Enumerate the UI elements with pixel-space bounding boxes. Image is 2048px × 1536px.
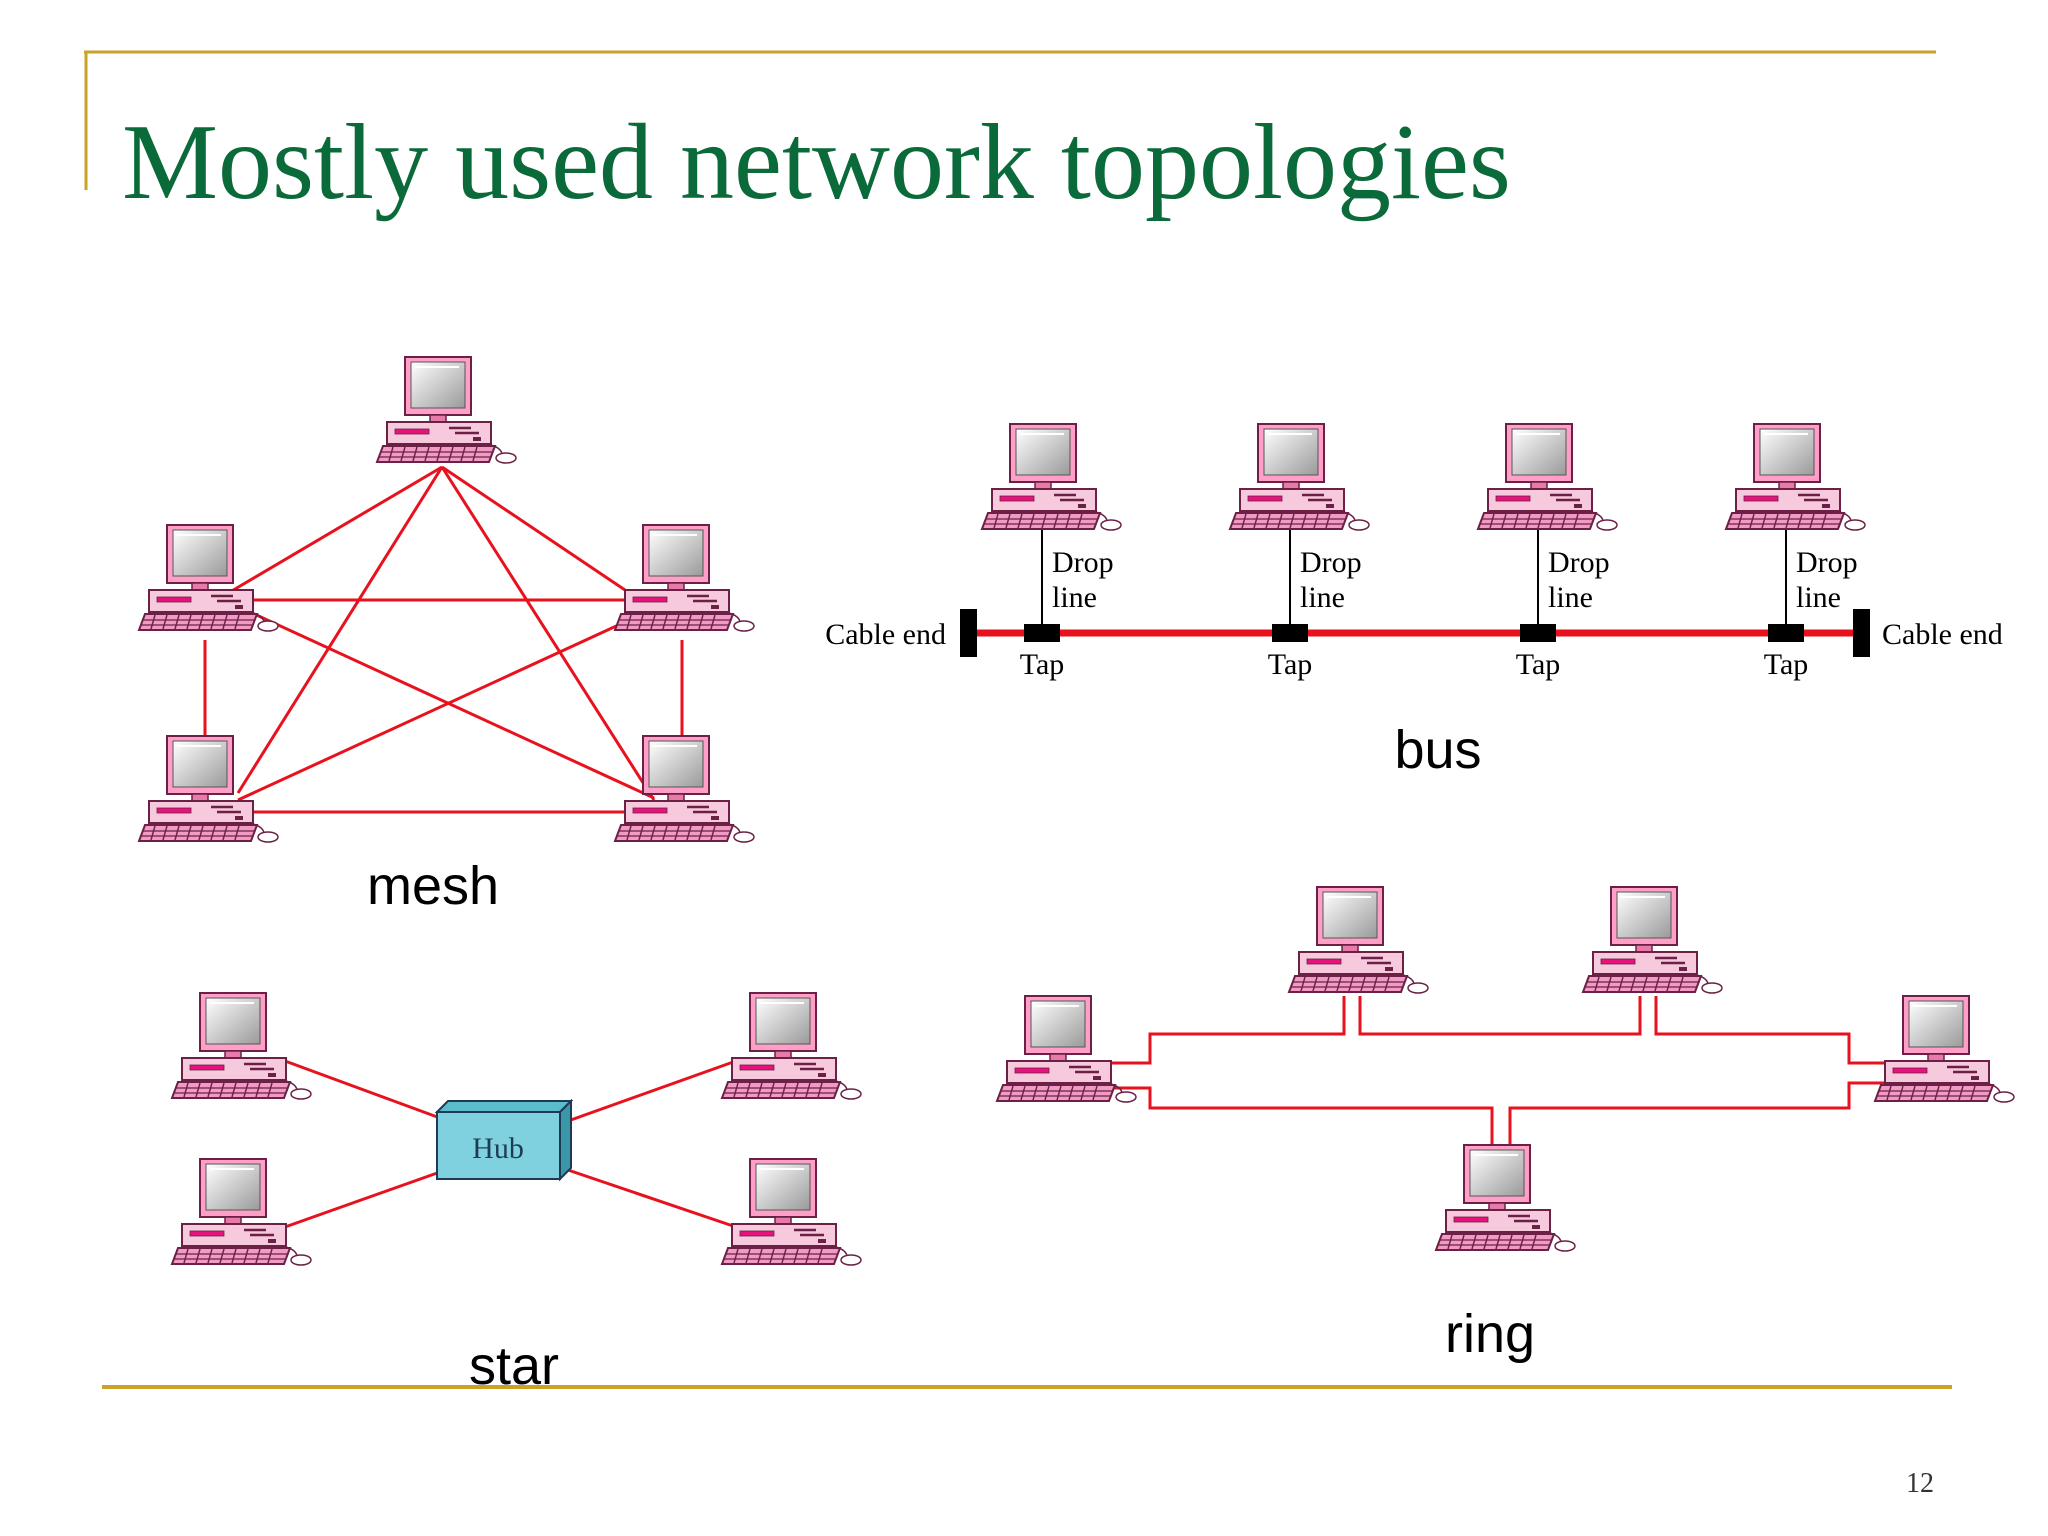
drop-line-label: Drop <box>1300 546 1362 579</box>
mesh-computer-icon <box>375 355 518 465</box>
star-computer-icon <box>720 991 863 1101</box>
ring-links <box>1110 996 1885 1148</box>
cable-end-right <box>1853 609 1870 657</box>
ring-computer-icon <box>1287 885 1430 995</box>
cable-end-label-left: Cable end <box>825 618 946 651</box>
mesh-diagram: mesh <box>137 355 756 916</box>
ring-computer-icon <box>1873 994 2016 1104</box>
bus-taps <box>1024 624 1804 642</box>
drop-line-label: line <box>1300 581 1345 614</box>
drop-line-label: Drop <box>1796 546 1858 579</box>
drop-line-label: line <box>1548 581 1593 614</box>
page-number: 12 <box>1906 1468 1934 1499</box>
hub-box: Hub <box>434 1098 574 1182</box>
tap-marker <box>1520 624 1556 642</box>
tap-label: Tap <box>1020 648 1065 681</box>
star-links <box>284 1059 737 1229</box>
mesh-links <box>203 465 684 814</box>
mesh-computer-icon <box>137 523 280 633</box>
bus-caption: bus <box>1394 720 1481 780</box>
mesh-computer-icon <box>137 734 280 844</box>
ring-diagram: ring <box>995 885 2016 1364</box>
hub-label: Hub <box>472 1132 524 1165</box>
ring-computer-icon <box>995 994 1138 1104</box>
star-computer-icon <box>170 991 313 1101</box>
star-computer-icon <box>170 1157 313 1267</box>
mesh-caption: mesh <box>367 856 499 916</box>
bus-diagram: Cable end Cable end Drop line Drop line … <box>825 422 2003 780</box>
bus-computer-icon <box>1724 422 1867 532</box>
page-title: Mostly used network topologies <box>122 103 1511 222</box>
tap-marker <box>1768 624 1804 642</box>
bus-computer-icon <box>1228 422 1371 532</box>
ring-computer-icon <box>1581 885 1724 995</box>
mesh-computer-icon <box>613 523 756 633</box>
cable-end-left <box>960 609 977 657</box>
drop-line-label: Drop <box>1052 546 1114 579</box>
drop-line-label: line <box>1796 581 1841 614</box>
cable-end-label-right: Cable end <box>1882 618 2003 651</box>
star-computer-icon <box>720 1157 863 1267</box>
drop-line-label: line <box>1052 581 1097 614</box>
bus-computer-icon <box>980 422 1123 532</box>
tap-label: Tap <box>1268 648 1313 681</box>
drop-lines <box>1041 525 1787 624</box>
tap-label: Tap <box>1516 648 1561 681</box>
drop-line-label: Drop <box>1548 546 1610 579</box>
tap-marker <box>1272 624 1308 642</box>
ring-computer-icon <box>1434 1143 1577 1253</box>
star-diagram: Hub star <box>170 991 863 1396</box>
ring-caption: ring <box>1445 1304 1535 1364</box>
tap-marker <box>1024 624 1060 642</box>
star-caption: star <box>469 1336 559 1396</box>
tap-label: Tap <box>1764 648 1809 681</box>
bus-computer-icon <box>1476 422 1619 532</box>
